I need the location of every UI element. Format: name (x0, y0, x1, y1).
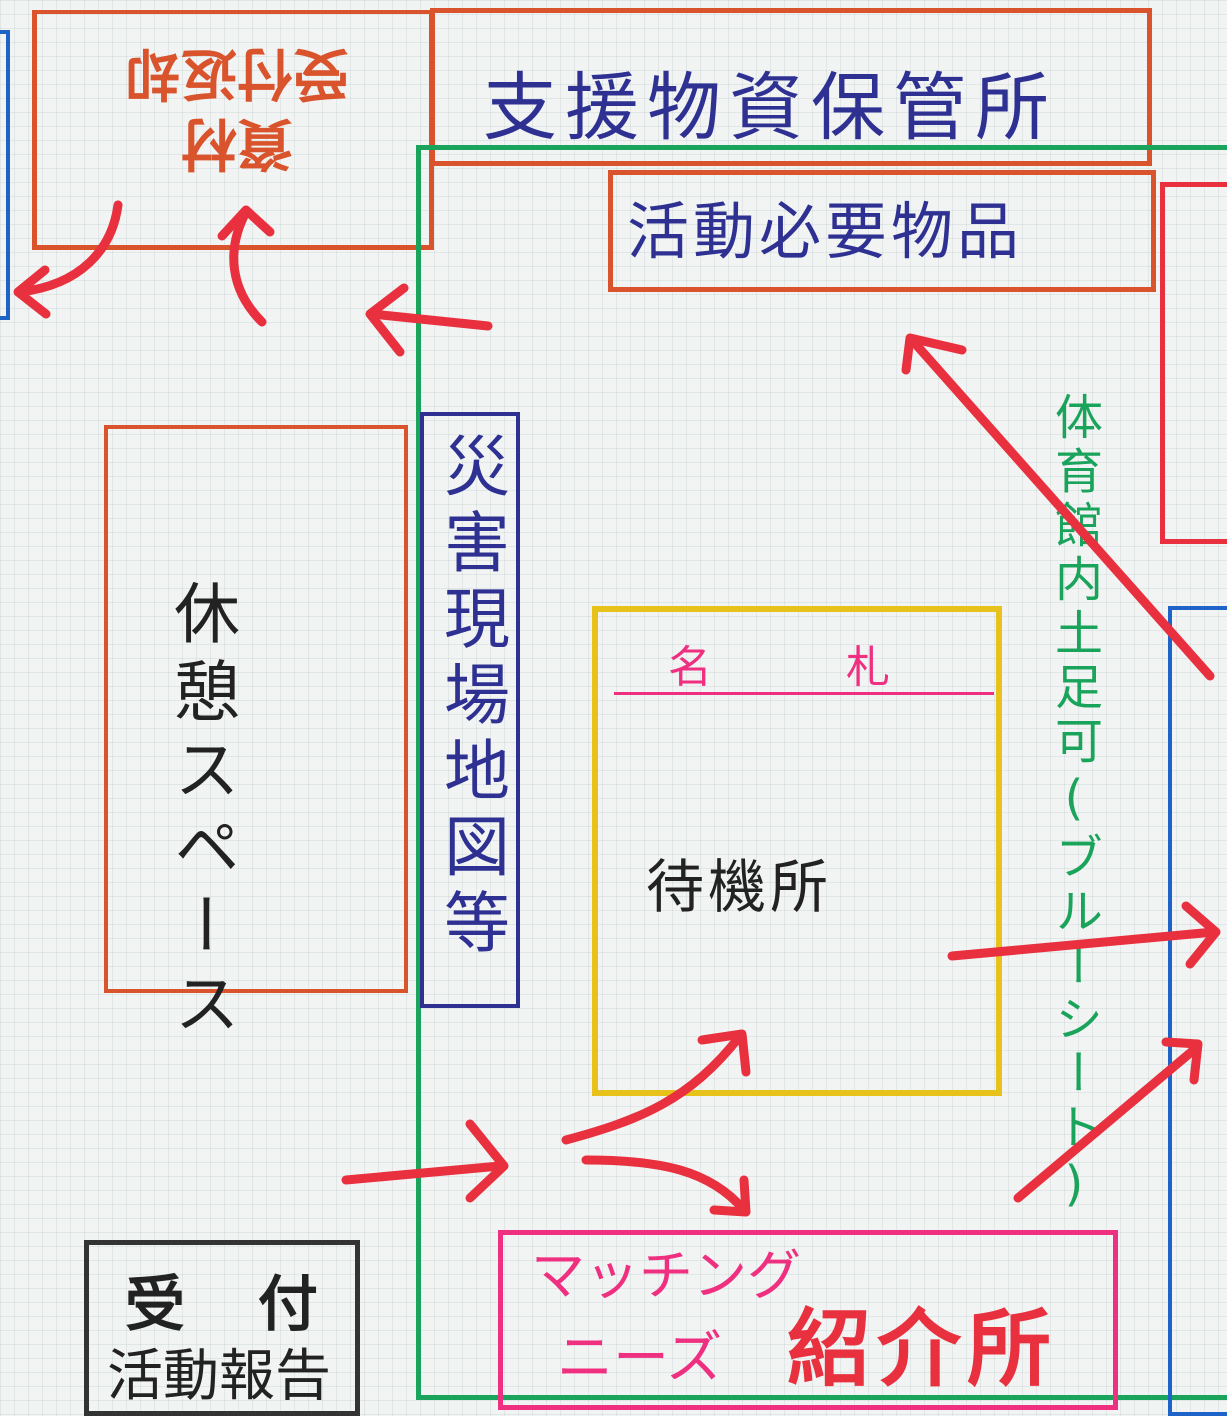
right-red-frame (1160, 182, 1227, 544)
disaster-map-box: 災害現場地図等 (420, 412, 520, 1008)
arrow-leave-main-head (365, 283, 409, 357)
waiting-area-label: 待機所 (646, 853, 833, 921)
rest-space-box: 休憩スペース (104, 425, 408, 1047)
matching-referral-box: マッチング ニーズ 紹介所 (498, 1230, 1118, 1410)
supply-storage-label: 支援物資保管所 (483, 65, 1057, 151)
reception-label: 受 付 (125, 1270, 344, 1340)
right-blue-frame (1168, 606, 1227, 1416)
name-tag-label: 名 札 (668, 642, 950, 693)
needs-label: ニーズ (557, 1326, 723, 1391)
activity-supplies-label: 活動必要物品 (627, 195, 1024, 268)
main-area-green-frame (416, 145, 1227, 1400)
waiting-area-box: 名 札 待機所 (592, 606, 1002, 1096)
arrow-return-out-head (13, 265, 51, 319)
reception-box: 受 付 活動報告 (84, 1240, 360, 1416)
activity-report-label: 活動報告 (107, 1344, 331, 1409)
supply-storage-box: 支援物資保管所 (430, 8, 1152, 166)
equipment-return-text: 資材 受付返却 (97, 40, 377, 175)
referral-label: 紹介所 (787, 1300, 1058, 1398)
equipment-return-line2: 受付返却 (125, 40, 349, 105)
activity-supplies-box: 活動必要物品 (608, 170, 1156, 292)
equipment-return-box: 資材 受付返却 (32, 10, 434, 250)
left-edge-blue-frame (0, 30, 10, 320)
matching-label: マッチング (531, 1244, 801, 1307)
rest-space-label: 休憩スペース (163, 579, 240, 1047)
gym-shoes-note: 体育館内土足可(ブルーシート) (1046, 392, 1102, 1218)
equipment-return-line1: 資材 (181, 110, 293, 175)
disaster-map-label: 災害現場地図等 (433, 432, 510, 964)
name-tag-divider (614, 692, 994, 695)
